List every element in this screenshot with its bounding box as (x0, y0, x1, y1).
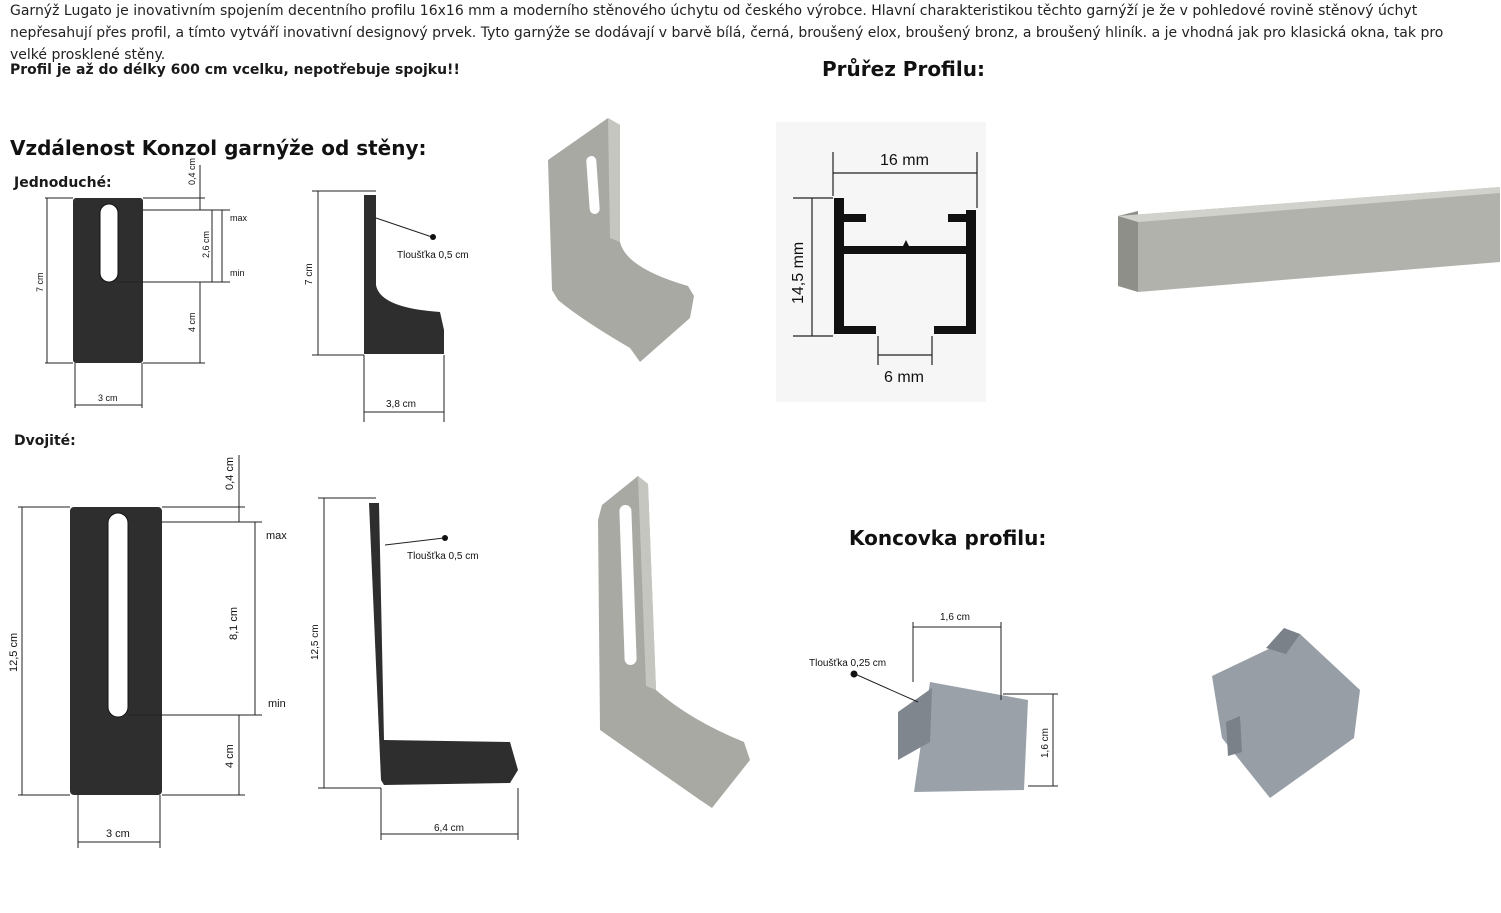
single-thickness-label: Tloušťka 0,5 cm (397, 250, 469, 261)
profile-length-note: Profil je až do délky 600 cm vcelku, nep… (10, 62, 460, 78)
single-bracket-slot (99, 203, 119, 283)
profile-rail-end (1118, 211, 1138, 292)
end-cap-thickness-label: Tloušťka 0,25 cm (809, 658, 886, 669)
double-bracket-label: Dvojité: (14, 433, 76, 449)
end-cap-photo (1212, 628, 1360, 798)
end-cap-height-dim: 1,6 cm (1040, 728, 1051, 758)
single-min-label: min (230, 268, 245, 278)
single-bracket-photo (548, 118, 694, 362)
double-bracket-side-body (369, 503, 518, 785)
profile-section-heading: Průřez Profilu: (822, 57, 985, 81)
profile-width-dim: 16 mm (880, 152, 929, 169)
double-bracket-side-drawing: Tloušťka 0,5 cm 12,5 cm 6,4 cm (310, 497, 519, 840)
single-width-dim: 3 cm (98, 393, 118, 403)
single-bracket-side-body (364, 195, 444, 354)
end-cap-face (914, 682, 1028, 792)
bracket-distance-heading: Vzdálenost Konzol garnýže od stěny: (10, 136, 427, 160)
double-bracket-photo-slot (619, 505, 637, 665)
double-bracket-front-drawing: 0,4 cm max 8,1 cm min 12,5 cm 4 cm 3 cm (8, 455, 287, 848)
single-bracket-silver-body (548, 118, 694, 362)
single-top-dim: 0,4 cm (187, 158, 197, 185)
double-top-dim: 0,4 cm (224, 457, 236, 490)
profile-rail-photo (1118, 187, 1500, 292)
profile-opening-dim: 6 mm (884, 369, 924, 386)
intro-paragraph: Garnýž Lugato je inovativním spojením de… (10, 3, 1444, 63)
end-cap-drawing: 1,6 cm 1,6 cm Tloušťka 0,25 cm (809, 612, 1058, 792)
single-bracket-label: Jednoduché: (14, 175, 112, 191)
double-bottom-dim: 4 cm (224, 744, 236, 768)
double-bracket-photo (598, 476, 750, 808)
single-bracket-side-drawing: Tloušťka 0,5 cm 7 cm 3,8 cm (304, 190, 469, 422)
end-cap-heading: Koncovka profilu: (849, 526, 1047, 550)
double-max-label: max (266, 530, 287, 542)
single-max-label: max (230, 213, 248, 223)
profile-cross-section-drawing: 16 mm 14,5 mm 6 mm (776, 122, 986, 402)
single-bracket-front-drawing: 0,4 cm max 2,6 cm min 7 cm 4 cm 3 cm (35, 158, 248, 408)
double-min-label: min (268, 698, 286, 710)
end-cap-width-dim: 1,6 cm (940, 612, 970, 623)
single-side-height-dim: 7 cm (304, 263, 315, 285)
single-bottom-dim: 4 cm (187, 312, 197, 332)
double-height-dim: 12,5 cm (8, 633, 20, 672)
single-height-dim: 7 cm (35, 272, 45, 292)
single-bracket-photo-slot (586, 156, 600, 214)
double-bracket-slot (107, 512, 129, 718)
end-cap-photo-face (1212, 634, 1360, 798)
single-range-dim: 2,6 cm (201, 231, 211, 258)
double-range-dim: 8,1 cm (228, 607, 240, 640)
profile-height-dim: 14,5 mm (790, 242, 807, 304)
single-depth-dim: 3,8 cm (386, 399, 416, 410)
double-width-dim: 3 cm (106, 828, 130, 840)
double-depth-dim: 6,4 cm (434, 823, 464, 834)
double-side-height-dim: 12,5 cm (310, 624, 321, 660)
double-bracket-silver-body (598, 476, 750, 808)
double-thickness-label: Tloušťka 0,5 cm (407, 551, 479, 562)
